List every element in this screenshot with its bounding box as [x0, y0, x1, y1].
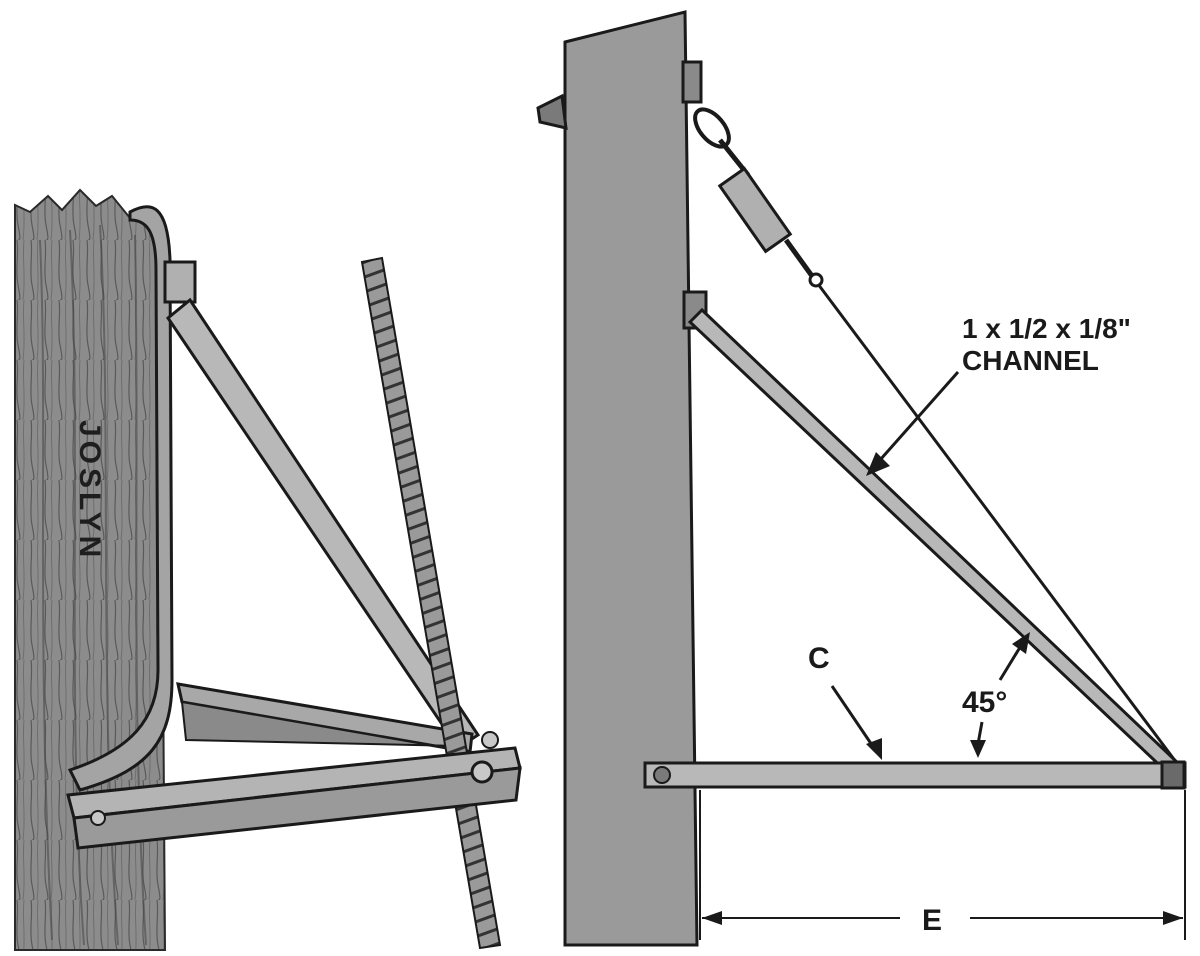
turnbuckle	[693, 107, 824, 288]
pole	[563, 10, 699, 947]
dimension-arrow-left	[702, 911, 722, 925]
member-c-label: C	[808, 642, 830, 675]
member-end-bolt-left	[653, 766, 671, 784]
right-schematic-view: 1 x 1/2 x 1/8" CHANNEL C 45° E	[536, 10, 1187, 947]
channel-size-label: 1 x 1/2 x 1/8"	[962, 313, 1131, 344]
angle-label: 45°	[962, 686, 1007, 719]
dimension-arrow-right	[1163, 911, 1183, 925]
channel-type-label: CHANNEL	[962, 345, 1099, 376]
channel-bolt	[90, 810, 106, 826]
member-end-fitting-right	[1160, 760, 1186, 790]
lower-channel-bottom	[72, 766, 522, 850]
diagonal-brace	[165, 297, 481, 751]
channel-bolt	[470, 760, 494, 784]
pole-top-bolt	[536, 93, 568, 130]
top-clip	[163, 260, 197, 304]
pole-mount-plate	[67, 205, 174, 792]
pole-top-bracket	[681, 60, 703, 104]
diagonal-channel	[687, 307, 1183, 778]
wood-grain-lines	[39, 224, 147, 946]
angle-arrow-upper-head	[1012, 632, 1030, 654]
pole-brand-text: JOSLYN	[73, 420, 106, 561]
angle-arrow-lower-head	[970, 740, 986, 758]
member-c-leader-line	[830, 685, 876, 749]
member-c-leader-arrow	[866, 738, 882, 760]
channel-leader-line	[878, 371, 960, 461]
left-photo-view: JOSLYN	[14, 188, 522, 951]
dimension-e-label: E	[922, 904, 942, 937]
angle-arrow-upper-line	[998, 643, 1024, 681]
guy-wire	[816, 283, 1184, 771]
horizontal-member-c	[643, 761, 1187, 789]
channel-leader-arrow	[866, 452, 890, 476]
channel-bolt	[481, 731, 499, 749]
